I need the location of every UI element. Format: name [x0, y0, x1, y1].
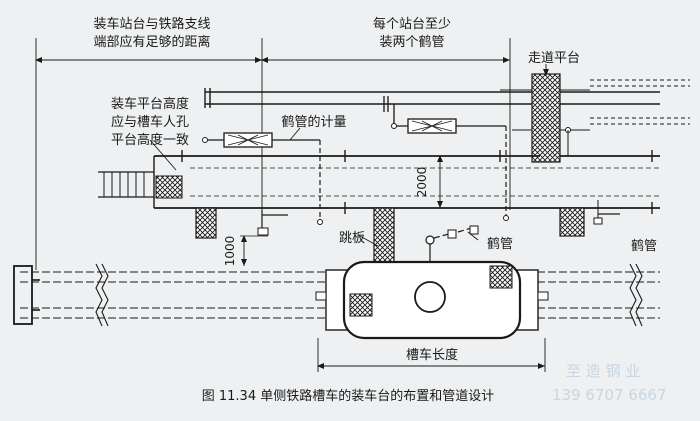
label-platform-height-1: 装车平台高度: [111, 96, 189, 112]
support-pier-2: [559, 207, 585, 237]
dim-1000-line: [240, 235, 268, 266]
label-two-arms-2: 装两个鹤管: [379, 34, 444, 50]
label-loading-arm-1: 鹤管: [487, 236, 513, 252]
tanker-length-dim: [317, 338, 546, 372]
right-valve: [565, 127, 620, 225]
metering-loop-2: [383, 96, 509, 221]
label-arm-metering: 鹤管的计量: [281, 114, 346, 130]
watermark-phone: 139 6707 6667: [552, 386, 667, 404]
figure-caption: 图 11.34 单侧铁路槽车的装车台的布置和管道设计: [202, 388, 494, 404]
support-pier-1: [195, 207, 217, 239]
top-dimensions: [35, 38, 511, 270]
label-platform-height-2: 应与槽车人孔: [111, 114, 189, 130]
pipe-lines: [204, 79, 690, 125]
label-siding-distance-2: 端部应有足够的距离: [93, 34, 210, 50]
watermark-company: 至 造 钢 业: [566, 362, 640, 380]
label-walkway-platform: 走道平台: [528, 51, 580, 66]
dim-2000-label: 2000: [415, 167, 429, 198]
gangway-pier: [373, 207, 395, 271]
walkway-platform: [500, 73, 590, 163]
dim-1000-label: 1000: [223, 236, 237, 267]
label-tanker-length: 槽车长度: [406, 347, 458, 363]
label-loading-arm-2: 鹤管: [631, 238, 657, 254]
label-gangway: 跳板: [339, 231, 365, 246]
label-siding-distance-1: 装车站台与铁路支线: [93, 16, 210, 32]
tank-car: [315, 260, 549, 340]
leader-lines: [149, 127, 479, 247]
loading-arm-1: [425, 225, 479, 262]
label-platform-height-3: 平台高度一致: [111, 132, 189, 148]
label-two-arms-1: 每个站台至少: [373, 16, 451, 32]
loading-platform: [98, 150, 660, 214]
metering-loop-1: [202, 132, 323, 236]
